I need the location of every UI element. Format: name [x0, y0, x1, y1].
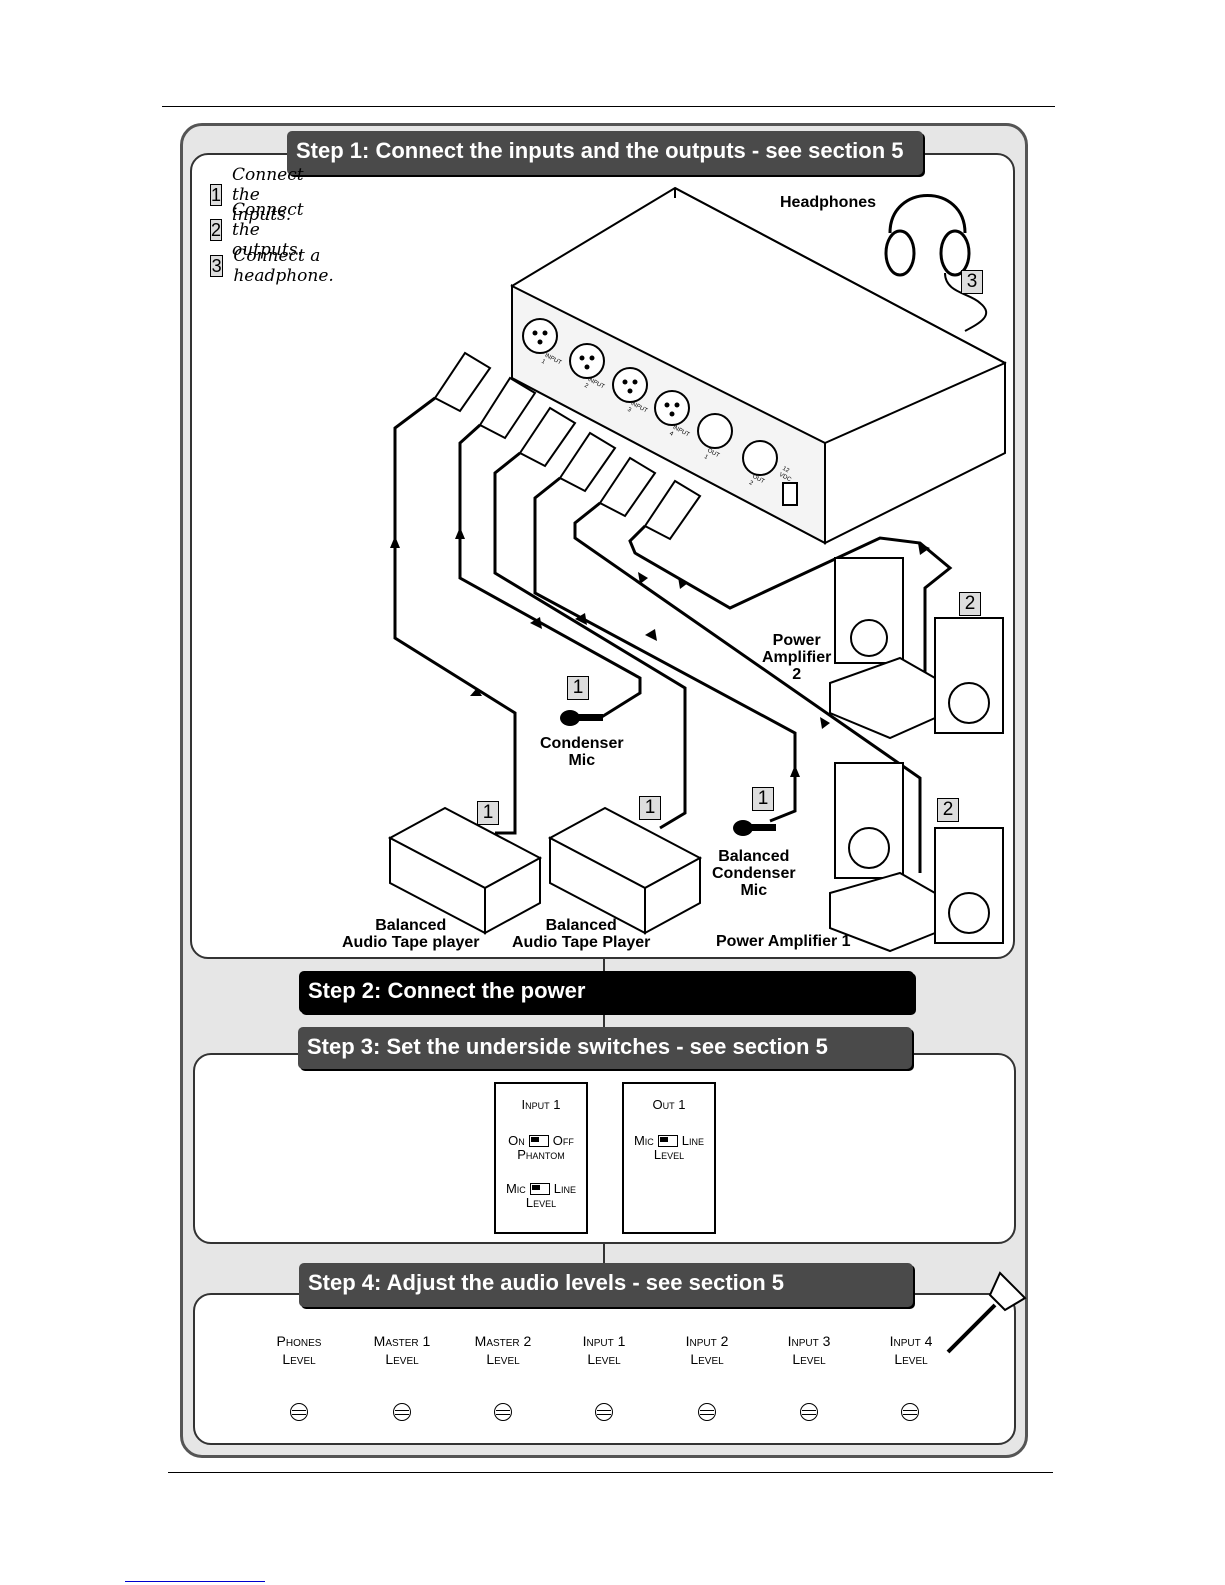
- bottom-rule: [168, 1472, 1053, 1473]
- instruction-1: 1 Connect the inputs.: [210, 165, 314, 225]
- output-level-switch[interactable]: Mic Line: [624, 1134, 714, 1148]
- instruction-1-text: Connect the inputs.: [232, 165, 304, 225]
- headphones-art: [884, 194, 971, 277]
- cable-tape2: [493, 451, 687, 830]
- instruction-1-number: 1: [210, 184, 223, 206]
- input-level-mic-label: Mic: [505, 1181, 526, 1196]
- instruction-2: 2 Connect the outputs.: [210, 200, 314, 260]
- phantom-on-label: On: [508, 1133, 525, 1148]
- screwdriver-icon: [946, 1271, 1027, 1354]
- switch-card-input1: Input 1 On Off Phantom Mic Line Level: [494, 1082, 588, 1234]
- tape-player-2-label: Balanced Audio Tape Player: [512, 917, 651, 951]
- power-amp-1-label: Power Amplifier 1: [716, 933, 851, 950]
- input-level-line-label: Line: [553, 1181, 577, 1196]
- balanced-mic-art: [733, 820, 753, 836]
- callout-headphones: 3: [961, 270, 983, 294]
- condenser-mic-label: Condenser Mic: [540, 735, 624, 769]
- input1-level-trimmer[interactable]: [595, 1403, 613, 1421]
- power-amp-2-label: Power Amplifier 2: [762, 632, 832, 683]
- headphones-label: Headphones: [780, 194, 877, 211]
- instruction-2-number: 2: [210, 219, 223, 241]
- input-level-switch[interactable]: Mic Line: [496, 1182, 586, 1196]
- panel-connector-1: [603, 958, 605, 972]
- step1-banner: Step 1: Connect the inputs and the outpu…: [287, 131, 923, 175]
- cable-condenser-mic: [458, 423, 642, 720]
- callout-balanced-mic: 1: [752, 787, 774, 811]
- amp2-speakers-art: [829, 557, 1004, 740]
- callout-tape2: 1: [639, 796, 661, 820]
- switch-card-input1-header: Input 1: [521, 1097, 561, 1112]
- instruction-3-number: 3: [210, 255, 224, 277]
- step3-banner: Step 3: Set the underside switches - see…: [298, 1027, 912, 1069]
- phones-level-trimmer[interactable]: [290, 1403, 308, 1421]
- output-level-toggle-icon[interactable]: [657, 1135, 678, 1147]
- panel-connector-3: [603, 1244, 605, 1264]
- callout-tape1: 1: [477, 801, 499, 825]
- top-rule: [162, 106, 1055, 107]
- amp1-speakers-art: [829, 762, 1004, 953]
- phantom-switch[interactable]: On Off: [496, 1134, 586, 1148]
- instruction-3: 3 Connect a headphone.: [210, 246, 343, 286]
- cable-out2: [628, 524, 953, 695]
- panel-connector-2: [603, 1013, 605, 1027]
- phantom-switch-toggle-icon[interactable]: [528, 1135, 549, 1147]
- input2-level-trimmer[interactable]: [698, 1403, 716, 1421]
- input-level-toggle-icon[interactable]: [529, 1183, 550, 1195]
- master2-level-trimmer[interactable]: [494, 1403, 512, 1421]
- cable-balanced-mic: [533, 476, 797, 823]
- cable-out1: [573, 501, 922, 873]
- input4-level-trimmer[interactable]: [901, 1403, 919, 1421]
- step4-banner: Step 4: Adjust the audio levels - see se…: [299, 1263, 913, 1307]
- headphone-cord: [944, 272, 988, 332]
- connection-diagram: [387, 186, 1007, 953]
- balanced-condenser-mic-label: Balanced Condenser Mic: [712, 848, 796, 899]
- tape-player-2-art: [547, 806, 703, 935]
- phantom-off-label: Off: [552, 1133, 574, 1148]
- callout-amp2: 2: [959, 592, 981, 616]
- output-level-mic-label: Mic: [633, 1133, 654, 1148]
- callout-amp1: 2: [937, 798, 959, 822]
- cable-tape1: [393, 396, 517, 835]
- switch-card-out1-header: Out 1: [652, 1097, 686, 1112]
- output-level-line-label: Line: [681, 1133, 705, 1148]
- step2-banner: Step 2: Connect the power: [299, 971, 914, 1013]
- callout-condenser-mic: 1: [567, 676, 589, 700]
- input3-level-trimmer[interactable]: [800, 1403, 818, 1421]
- instruction-3-text: Connect a headphone.: [233, 246, 334, 286]
- xlr-plugs: [433, 351, 702, 541]
- tape-player-1-art: [387, 806, 543, 935]
- switch-card-out1: Out 1 Mic Line Level: [622, 1082, 716, 1234]
- condenser-mic-art: [560, 710, 580, 726]
- footer-link-underline[interactable]: [125, 1581, 265, 1582]
- phantom-name-label: Phantom: [517, 1147, 565, 1162]
- instruction-2-text: Connect the outputs.: [232, 200, 304, 260]
- step4-panel: [193, 1293, 1016, 1445]
- output-level-name-label: Level: [653, 1147, 685, 1162]
- tape-player-1-label: Balanced Audio Tape player: [342, 917, 480, 951]
- input-level-name-label: Level: [525, 1195, 557, 1210]
- step3-panel: [193, 1053, 1016, 1244]
- master1-level-trimmer[interactable]: [393, 1403, 411, 1421]
